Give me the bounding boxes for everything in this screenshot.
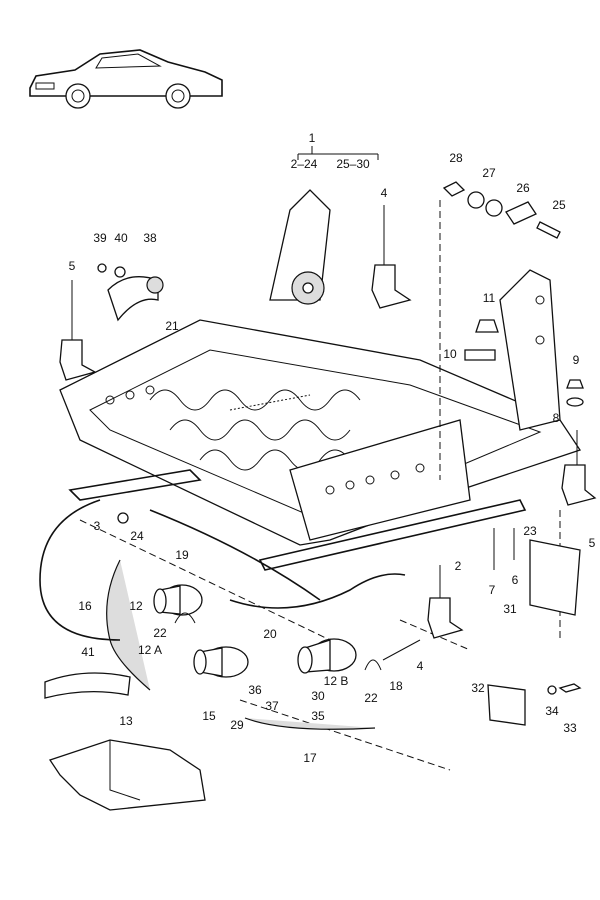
callout: 23 — [523, 524, 537, 538]
callout: 41 — [81, 645, 95, 659]
callout: 15 — [202, 709, 216, 723]
callout: 17 — [303, 751, 317, 765]
callout: 9 — [573, 353, 580, 367]
callout: 34 — [545, 704, 559, 718]
callout: 6 — [512, 573, 519, 587]
callout: 13 — [119, 714, 133, 728]
callout: 11 — [483, 291, 496, 305]
callout: 37 — [265, 699, 279, 713]
callout: 3 — [94, 519, 101, 533]
callout: 39 — [93, 231, 107, 245]
callout: 5 — [69, 259, 76, 273]
callout: 22 — [364, 691, 378, 705]
callout: 36 — [248, 683, 262, 697]
callout: 18 — [389, 679, 403, 693]
callout: 27 — [482, 166, 496, 180]
callout: 30 — [311, 689, 325, 703]
callout: 31 — [503, 602, 517, 616]
callout: 32 — [471, 681, 485, 695]
callout: 5 — [589, 536, 596, 550]
callout: 21 — [165, 319, 179, 333]
range-label: 25–30 — [336, 157, 370, 171]
parts — [39, 181, 597, 811]
callout: 40 — [114, 231, 128, 245]
car-silhouette-icon — [29, 49, 223, 109]
callout: 19 — [175, 548, 189, 562]
callout: 29 — [230, 718, 244, 732]
callout: 12 B — [324, 674, 349, 688]
callout: 26 — [516, 181, 530, 195]
callout: 10 — [443, 347, 457, 361]
range-label: 2–24 — [291, 157, 318, 171]
callout: 22 — [153, 626, 167, 640]
callout: 16 — [78, 599, 92, 613]
assembly-label: 1 — [309, 131, 316, 145]
callout: 12 — [129, 599, 143, 613]
assembly-bracket: 1 2–24 25–30 — [291, 131, 379, 171]
callout: 25 — [552, 198, 566, 212]
callout: 20 — [263, 627, 277, 641]
callout: 4 — [381, 186, 388, 200]
callout: 7 — [489, 583, 496, 597]
callout: 4 — [417, 659, 424, 673]
callout: 38 — [143, 231, 157, 245]
callout: 33 — [563, 721, 577, 735]
seat-frame — [59, 189, 582, 771]
callout: 12 A — [138, 643, 162, 657]
callout: 28 — [449, 151, 463, 165]
callout: 35 — [311, 709, 325, 723]
callout: 24 — [130, 529, 144, 543]
part-callouts: 28 27 26 25 4 39 40 38 5 21 11 10 9 8 3 … — [69, 151, 596, 765]
callout: 8 — [553, 411, 560, 425]
callout: 2 — [455, 559, 462, 573]
